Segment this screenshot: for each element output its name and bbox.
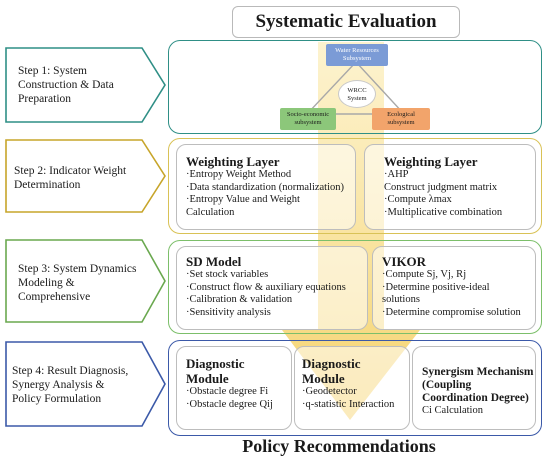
synergism-mechanism-box: [412, 346, 536, 430]
diag2-item: ·Geodetector: [302, 386, 357, 397]
diag2-title: Diagnostic: [302, 356, 361, 371]
sd-model-box: [176, 246, 368, 330]
system-triangle: [305, 60, 406, 115]
synergy-content: Synergism Mechanism (Coupling Coordinati…: [422, 366, 534, 418]
weighting-layer-entropy: [176, 144, 356, 230]
weighting-left-item: ·Entropy Weight Method: [186, 169, 292, 180]
flow-arrow: [282, 42, 420, 420]
weighting-left-content: Weighting Layer ·Entropy Weight Method ·…: [186, 154, 356, 219]
vikor-title: VIKOR: [382, 254, 427, 269]
sd-model-item: ·Construct flow & auxiliary equations: [186, 281, 346, 293]
page-title: Systematic Evaluation: [232, 6, 460, 38]
vikor-item: ·Determine compromise solution: [382, 306, 521, 318]
weighting-right-item: ·AHP: [384, 169, 409, 180]
synergy-item: Ci Calculation: [422, 405, 483, 416]
synergy-title: Coordination Degree): [422, 392, 529, 404]
diag1-item: ·Obstacle degree Qij: [186, 398, 273, 410]
vikor-item: ·Determine positive-ideal: [382, 281, 490, 293]
diag2-item: ·q-statistic Interaction: [302, 398, 395, 410]
synergy-title: Synergism Mechanism: [422, 366, 534, 378]
step-4-panel: [168, 340, 542, 436]
footer-title: Policy Recommendations: [242, 436, 436, 456]
step-4-chevron: [5, 341, 166, 427]
step-1-panel: [168, 40, 542, 134]
step-3-panel: [168, 240, 542, 334]
diag1-title: Diagnostic: [186, 356, 245, 371]
weighting-left-item: ·Entropy Value and Weight: [186, 194, 300, 205]
weighting-right-item: ·Multiplicative combination: [384, 206, 503, 218]
weighting-left-item: Calculation: [186, 206, 235, 218]
weighting-right-item: Construct judgment matrix: [384, 181, 498, 193]
diag1-item: ·Obstacle degree Fi: [186, 386, 269, 397]
diag1-content: Diagnostic Module ·Obstacle degree Fi ·O…: [186, 356, 290, 411]
weighting-left-title: Weighting Layer: [186, 154, 280, 169]
vikor-box: [372, 246, 536, 330]
sd-model-item: ·Set stock variables: [186, 269, 269, 280]
weighting-right-item: ·Compute λmax: [384, 194, 452, 205]
step-2-panel: [168, 138, 542, 234]
step-3-chevron: [5, 239, 166, 323]
step-2-chevron: [5, 139, 166, 213]
step-1-chevron: [5, 47, 166, 123]
diag2-content: Diagnostic Module ·Geodetector ·q-statis…: [302, 356, 408, 411]
sd-model-title: SD Model: [186, 254, 242, 269]
synergy-title: (Coupling: [422, 379, 472, 391]
weighting-right-content: Weighting Layer ·AHP Construct judgment …: [384, 154, 534, 219]
weighting-right-title: Weighting Layer: [384, 154, 478, 169]
sd-model-content: SD Model ·Set stock variables ·Construct…: [186, 254, 368, 319]
sd-model-item: ·Calibration & validation: [186, 294, 293, 305]
vikor-item: ·Compute Sj, Vj, Rj: [382, 269, 467, 280]
vikor-item: solutions: [382, 294, 420, 305]
diag1-title: Module: [186, 371, 229, 386]
diagnostic-module-geodetector: [294, 346, 410, 430]
diag2-title: Module: [302, 371, 345, 386]
diagnostic-module-obstacle: [176, 346, 292, 430]
weighting-layer-ahp: [364, 144, 536, 230]
step-4-label: Step 4: Result Diagnosis,Synergy Analysi…: [12, 365, 129, 405]
sd-model-item: ·Sensitivity analysis: [186, 306, 271, 318]
vikor-content: VIKOR ·Compute Sj, Vj, Rj ·Determine pos…: [382, 254, 534, 319]
weighting-left-item: ·Data standardization (normalization): [186, 181, 345, 193]
